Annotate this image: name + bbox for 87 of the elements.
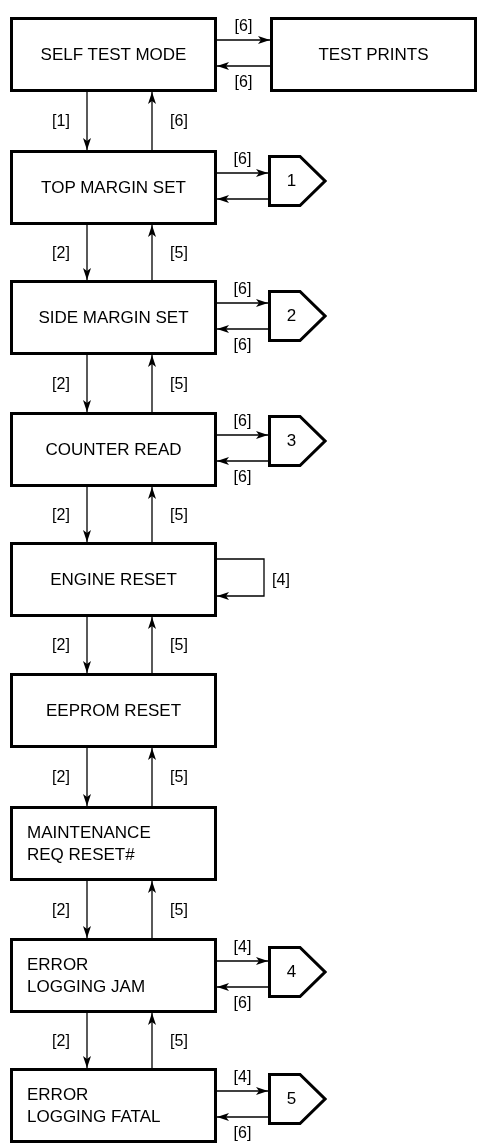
edge-label: [2]: [51, 243, 71, 262]
connector-number: 3: [286, 431, 297, 451]
process-box: [10, 542, 217, 617]
offpage-connector: [268, 946, 327, 998]
arrow: [148, 1012, 156, 1069]
arrow: [83, 91, 91, 151]
box-label: SELF TEST MODE: [40, 43, 187, 66]
arrow: [148, 747, 156, 807]
edge-label: [5]: [169, 636, 189, 654]
edge-label: [6]: [232, 994, 253, 1012]
edge-label: [5]: [169, 1031, 189, 1050]
edge-label: [5]: [169, 505, 189, 524]
edge-label: [6]: [232, 150, 253, 168]
offpage-connector: [268, 1073, 327, 1125]
arrow: [83, 486, 91, 543]
arrow: [148, 91, 156, 151]
edge-label: [2]: [51, 636, 71, 654]
edge-label: [6]: [232, 280, 253, 298]
edge-label: [1]: [51, 112, 71, 130]
edge-label: [5]: [169, 374, 189, 393]
edge-label: [4]: [232, 1068, 253, 1086]
edge-label: [4]: [232, 938, 253, 956]
arrow: [216, 957, 269, 965]
offpage-connector: [268, 155, 327, 207]
arrow: [216, 431, 269, 439]
box-label: MAINTENANCE REQ RESET#: [27, 822, 152, 865]
offpage-connector: [268, 415, 327, 467]
edge-label: [2]: [51, 900, 71, 919]
arrow: [216, 325, 269, 333]
edge-label: [6]: [169, 112, 189, 130]
edge-label: [5]: [169, 900, 189, 919]
process-box: [10, 150, 217, 225]
connector-number: 5: [286, 1089, 297, 1109]
arrow: [83, 354, 91, 413]
edge-label: [6]: [232, 1124, 253, 1142]
arrow: [216, 983, 269, 991]
arrow: [216, 457, 269, 465]
edge-label: [5]: [169, 243, 189, 262]
arrow: [148, 224, 156, 281]
edge-label: [2]: [51, 505, 71, 524]
box-label: ENGINE RESET: [50, 568, 177, 591]
arrow: [148, 880, 156, 939]
arrow: [216, 169, 269, 177]
connector-number: 1: [286, 171, 297, 191]
arrow: [83, 1012, 91, 1069]
edge-label: [6]: [233, 73, 254, 91]
process-box: [10, 1068, 217, 1143]
arrow: [148, 616, 156, 674]
edge-label: [6]: [232, 412, 253, 430]
box-label: ERROR LOGGING FATAL: [27, 1084, 162, 1127]
box-label: COUNTER READ: [45, 438, 182, 461]
process-box: [10, 412, 217, 487]
arrow: [83, 880, 91, 939]
edge-label: [2]: [51, 374, 71, 393]
edge-label: [6]: [232, 468, 253, 486]
offpage-connector: [268, 290, 327, 342]
box-label: ERROR LOGGING JAM: [27, 954, 147, 997]
arrow: [83, 747, 91, 807]
edge-label: [2]: [51, 768, 71, 786]
edge-label: [6]: [232, 336, 253, 354]
process-box: [10, 673, 217, 748]
edge-label: [4]: [271, 570, 291, 589]
arrow: [216, 1087, 269, 1095]
arrow: [216, 36, 271, 44]
process-box: [10, 806, 217, 881]
arrow: [216, 299, 269, 307]
edge-label: [2]: [51, 1031, 71, 1050]
process-box: [10, 17, 217, 92]
connector-number: 4: [286, 962, 297, 982]
box-label: EEPROM RESET: [45, 699, 182, 722]
box-label: SIDE MARGIN SET: [38, 306, 189, 329]
process-box: [10, 938, 217, 1013]
process-box: [10, 280, 217, 355]
arrow: [148, 354, 156, 413]
box-label: TEST PRINTS: [318, 43, 429, 66]
edge-label: [5]: [169, 768, 189, 786]
arrow: [216, 558, 265, 600]
arrow: [216, 1113, 269, 1121]
arrow: [83, 224, 91, 281]
arrow: [83, 616, 91, 674]
arrow: [216, 195, 269, 203]
box-label: TOP MARGIN SET: [41, 176, 186, 199]
connector-number: 2: [286, 306, 297, 326]
arrow: [216, 62, 271, 70]
arrow: [148, 486, 156, 543]
process-box: [270, 17, 477, 92]
edge-label: [6]: [233, 17, 254, 35]
